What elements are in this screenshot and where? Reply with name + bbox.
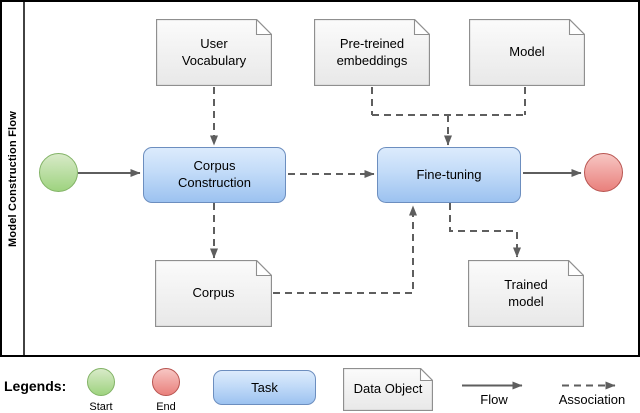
legend-flow-label: Flow	[480, 392, 508, 407]
legend-data-object-sample: Data Object	[343, 368, 433, 411]
data-object-pre-treined-embeddings: Pre-treined embeddings	[314, 19, 430, 86]
legend-end-event-icon	[152, 368, 180, 396]
legend-data-object-label: Data Object	[353, 381, 423, 397]
node-label: User Vocabulary	[181, 35, 247, 68]
flow-arrow-icon	[462, 381, 523, 390]
document-shape	[314, 19, 430, 86]
node-label: Corpus Construction	[178, 158, 251, 190]
node-label: Pre-treined embeddings	[336, 35, 408, 68]
end-event-circle	[584, 153, 623, 192]
node-label: Trained model	[504, 276, 548, 309]
legend-end-label: End	[156, 401, 176, 413]
legend-task-label: Task	[251, 380, 278, 395]
document-shape	[468, 260, 584, 327]
node-label: Fine-tuning	[416, 166, 482, 182]
association-arrow-icon	[562, 381, 616, 390]
legend-start-event-icon	[87, 368, 115, 396]
document-shape	[343, 368, 433, 411]
data-object-corpus: Corpus	[155, 260, 272, 327]
lane-title: Model Construction Flow	[6, 110, 19, 247]
data-object-model: Model	[469, 19, 585, 86]
task-fine-tuning: Fine-tuning	[377, 147, 521, 203]
document-shape	[469, 19, 585, 86]
legend-title: Legends:	[4, 378, 67, 394]
lane-header: Model Construction Flow	[2, 2, 25, 355]
node-label: Model	[509, 44, 545, 60]
data-object-user-vocabulary: User Vocabulary	[156, 19, 272, 86]
document-shape	[156, 19, 272, 86]
legend-association-label: Association	[558, 392, 626, 407]
legend-start-label: Start	[89, 401, 113, 413]
document-shape	[155, 260, 272, 327]
data-object-trained-model: Trained model	[468, 260, 584, 327]
legend-task-sample: Task	[213, 370, 316, 405]
legend: Legends: Start End Task Data Object Flow…	[0, 357, 640, 413]
start-event-circle	[39, 153, 78, 192]
node-label: Corpus	[192, 285, 235, 301]
task-corpus-construction: Corpus Construction	[143, 147, 286, 203]
